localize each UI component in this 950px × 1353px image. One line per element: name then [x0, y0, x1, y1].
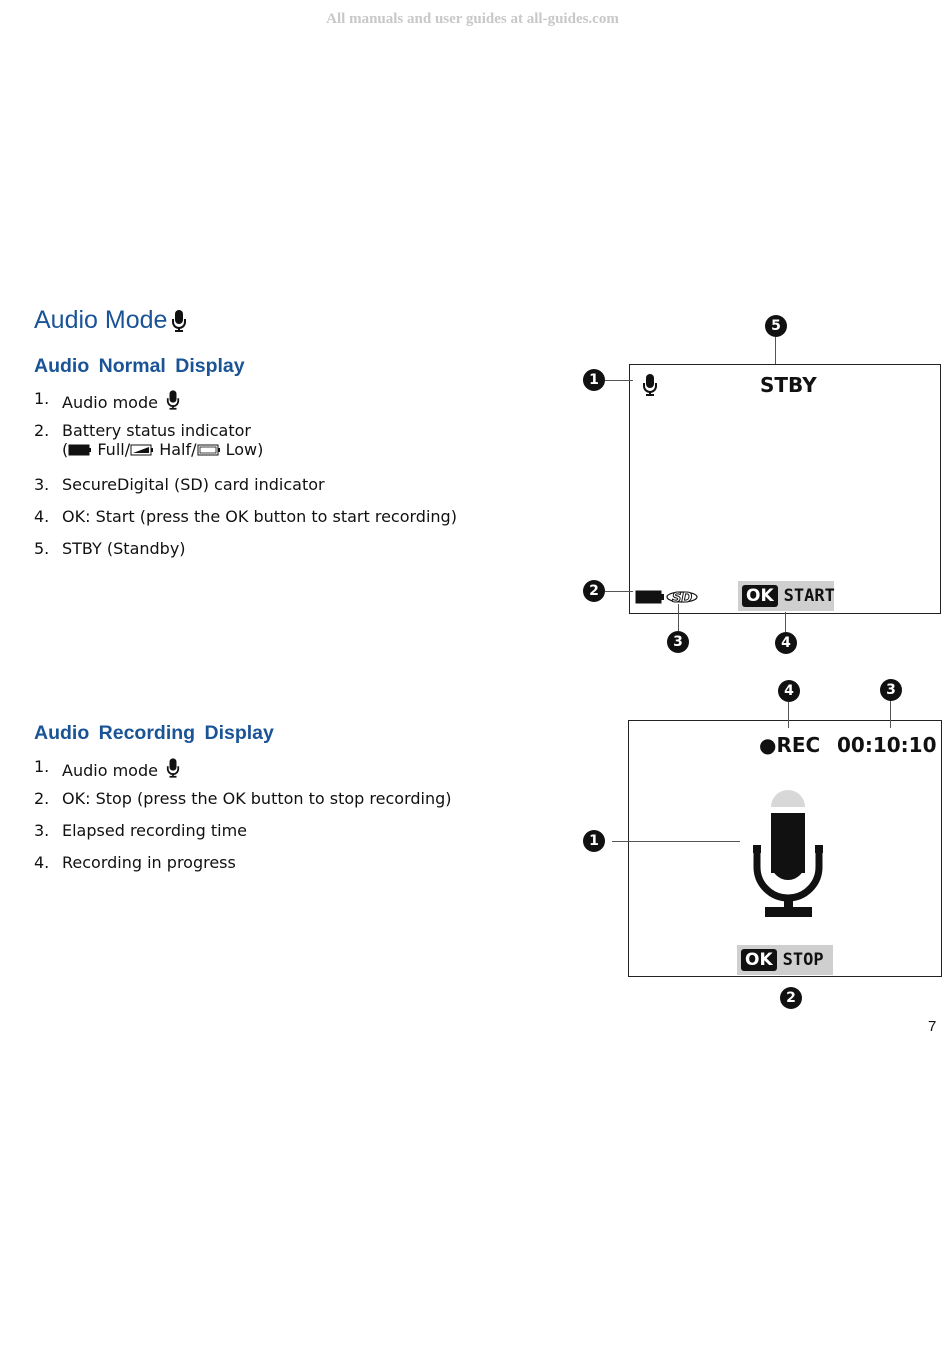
watermark: All manuals and user guides at all-guide… [326, 11, 619, 27]
callout-5: 5 [765, 315, 787, 337]
leader-line [678, 604, 679, 631]
list-item: 3. SecureDigital (SD) card indicator [34, 475, 325, 494]
callout-3: 3 [667, 631, 689, 653]
microphone-icon [166, 758, 180, 778]
sd-card-icon: SD [666, 591, 698, 605]
battery-full-icon [635, 590, 664, 604]
leader-line [605, 380, 633, 381]
leader-line [785, 612, 786, 632]
list-item: 5. STBY (Standby) [34, 539, 186, 558]
leader-line [605, 591, 633, 592]
callout-3: 3 [880, 679, 902, 701]
leader-line [890, 701, 891, 728]
microphone-icon [166, 390, 180, 410]
section-title-text: Audio Mode [34, 306, 168, 334]
microphone-icon [172, 309, 187, 332]
leader-line [775, 337, 776, 364]
recording-display-list: 1. Audio mode 2. OK: Stop (press the OK … [34, 757, 452, 885]
callout-1: 1 [583, 830, 605, 852]
leader-line [788, 702, 789, 728]
list-item: 1. Audio mode [34, 389, 457, 421]
battery-low-icon [197, 444, 220, 456]
elapsed-time: 00:10:10 [837, 733, 937, 757]
list-item: 2. Battery status indicator ( Full/ Half… [34, 421, 264, 459]
recording-display-heading: Audio Recording Display [34, 722, 274, 744]
callout-4: 4 [775, 632, 797, 654]
ok-start-indicator: OK START [738, 581, 835, 611]
svg-text:SD: SD [672, 591, 692, 605]
microphone-icon [753, 790, 823, 917]
rec-indicator: ●REC [759, 733, 821, 757]
standby-status: STBY [760, 373, 817, 397]
section-title: Audio Mode [34, 306, 187, 335]
ok-stop-indicator: OK STOP [737, 945, 833, 975]
battery-half-icon [130, 444, 154, 456]
battery-full-icon [68, 444, 92, 456]
leader-line [612, 841, 740, 842]
recording-display-screen: ●REC 00:10:10 OK STOP [628, 720, 942, 977]
page-number: 7 [928, 1018, 937, 1035]
list-item: 1. Audio mode [34, 757, 452, 789]
callout-4: 4 [778, 680, 800, 702]
microphone-icon [643, 374, 657, 396]
normal-display-heading: Audio Normal Display [34, 355, 245, 377]
list-item: 3. Elapsed recording time [34, 821, 248, 840]
list-item: 4. OK: Start (press the OK button to sta… [34, 507, 457, 526]
callout-2: 2 [583, 580, 605, 602]
callout-1: 1 [583, 369, 605, 391]
normal-display-screen: STBY SD OK START [629, 364, 941, 614]
list-item: 2. OK: Stop (press the OK button to stop… [34, 789, 452, 808]
list-item: 4. Recording in progress [34, 853, 236, 872]
normal-display-list: 1. Audio mode 2. Battery status indicato… [34, 389, 457, 571]
callout-2: 2 [780, 987, 802, 1009]
